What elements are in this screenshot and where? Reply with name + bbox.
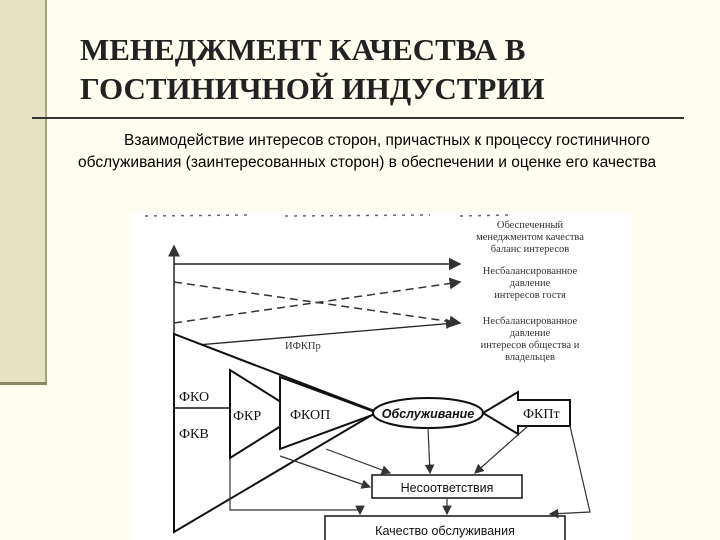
quality-box	[324, 515, 566, 540]
service-label: Обслуживание	[382, 407, 474, 421]
fkr-triangle	[229, 368, 302, 460]
legend-guest-pressure-line-1: Несбалансированное	[483, 266, 578, 277]
legend-balance-line-3: баланс интересов	[491, 244, 569, 255]
connector-fkop-nonconformity	[325, 448, 392, 475]
slide-subtitle: Взаимодействие интересов сторон, причаст…	[78, 132, 657, 171]
society-pressure-line	[173, 277, 462, 324]
connector-service-nonconformity	[424, 427, 435, 475]
scan-artifact-line	[144, 214, 511, 217]
fkop-label: ФКОП	[290, 408, 330, 423]
legend-balance-line-1: Обеспеченный	[497, 220, 564, 231]
slide-title-line-1: МЕНЕДЖМЕНТ КАЧЕСТВА В	[80, 32, 526, 67]
connector-fkpt-nonconformity	[474, 425, 529, 474]
legend-society-pressure-line-2: давление	[510, 328, 551, 339]
quality-label: Качество обслуживания	[375, 524, 515, 538]
connector-fkr-nonconformity	[279, 455, 372, 489]
fkr-label: ФКР	[233, 409, 261, 424]
legend-society-pressure-line-4: владельцев	[505, 352, 555, 363]
slide-title: МЕНЕДЖМЕНТ КАЧЕСТВА В ГОСТИНИЧНОЙ ИНДУСТ…	[80, 30, 680, 108]
fkv-label: ФКВ	[179, 427, 209, 442]
legend-society-pressure-line-3: интересов общества и	[481, 340, 580, 351]
fkpt-arrow	[481, 390, 571, 436]
legend-guest-pressure-line-2: давление	[510, 278, 551, 289]
connector-fkv-quality	[229, 458, 365, 516]
ifkpr-label: ИФКПр	[285, 341, 321, 352]
left-band-bottom	[0, 382, 47, 385]
fkop-triangle	[279, 375, 381, 451]
connector-fkpt-quality	[548, 425, 591, 519]
slide-title-line-2: ГОСТИНИЧНОЙ ИНДУСТРИИ	[80, 71, 545, 106]
legend-balance-line-2: менеджментом качества	[476, 232, 584, 243]
legend-society-pressure-line-1: Несбалансированное	[483, 316, 578, 327]
stakeholder-interaction-diagram: ИФКПр ФКО ФКВ ФКР ФКОП Обслуживание ФКПт…	[130, 212, 632, 540]
left-decorative-line	[45, 0, 47, 384]
title-divider	[32, 117, 684, 119]
ifkpr-line	[173, 318, 457, 348]
nonconformity-label: Несоответствия	[401, 481, 494, 495]
left-decorative-band	[0, 0, 45, 384]
legend-guest-pressure-line-3: интересов гостя	[494, 290, 566, 301]
fko-label: ФКО	[179, 390, 209, 405]
fko-fkv-triangle	[173, 332, 380, 534]
fkpt-label: ФКПт	[523, 407, 560, 422]
diagram-svg: ИФКПр ФКО ФКВ ФКР ФКОП Обслуживание ФКПт…	[144, 214, 591, 540]
